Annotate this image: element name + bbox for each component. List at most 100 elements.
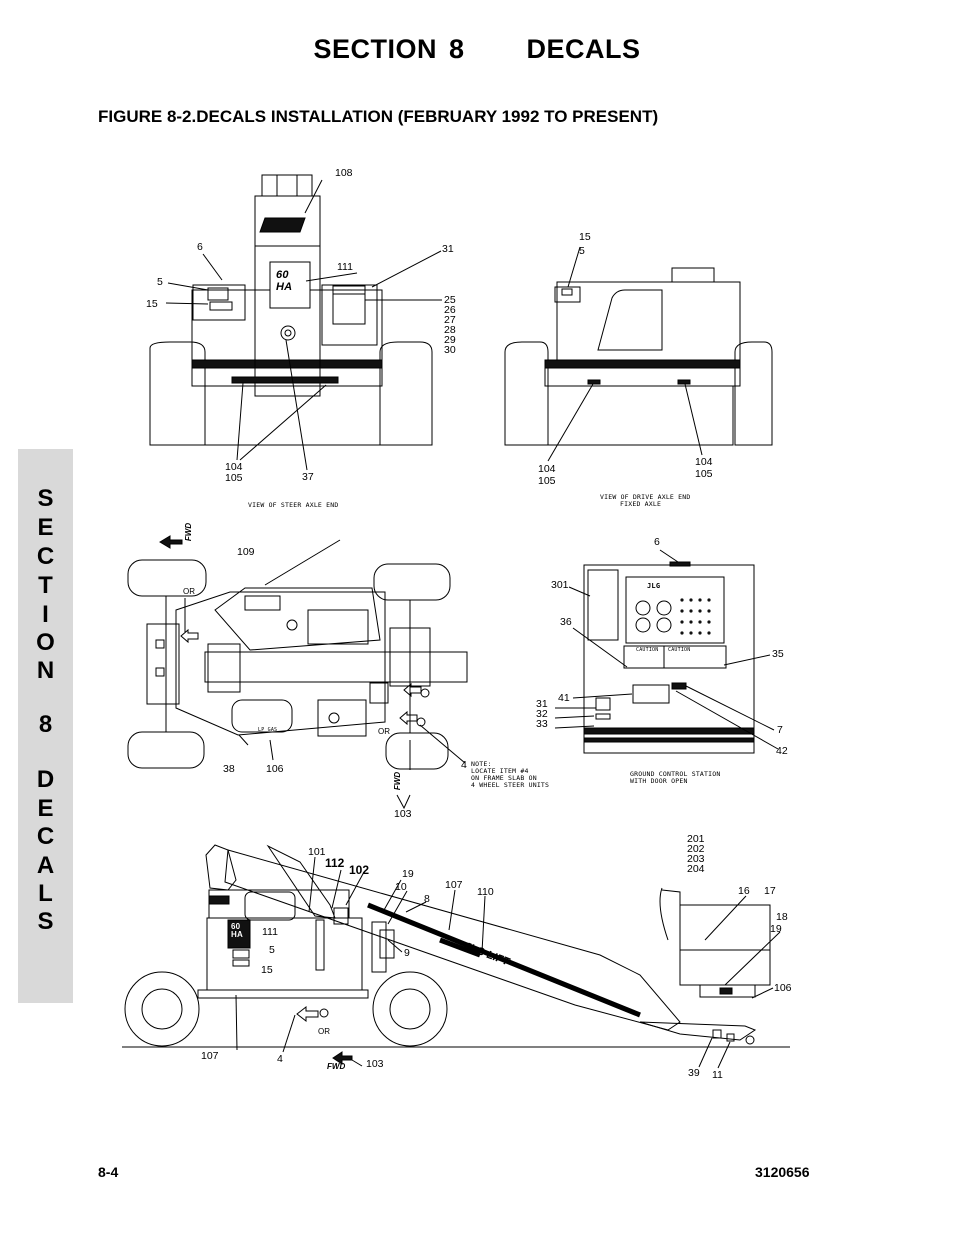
callout-16: 16 <box>738 885 750 897</box>
drive-view-caption-line2: FIXED AXLE <box>620 500 662 508</box>
callout-38: 38 <box>223 763 235 775</box>
tab-letter: I <box>42 601 49 628</box>
section-name: DECALS <box>526 34 641 64</box>
callout-104: 104 <box>225 461 243 473</box>
tab-letter: E <box>37 795 54 822</box>
callout-201: 201 <box>687 833 705 845</box>
tab-letter: A <box>36 852 55 879</box>
callout-31: 31 <box>442 243 454 255</box>
callout-204: 204 <box>687 863 705 875</box>
callout-15: 15 <box>261 964 273 976</box>
callout-104: 104 <box>695 456 713 468</box>
callout-35: 35 <box>772 648 784 660</box>
steer-view-caption: VIEW OF STEER AXLE END <box>248 501 339 509</box>
callout-26: 26 <box>444 304 456 316</box>
callout-111: 111 <box>262 926 278 938</box>
section-side-tab: S E C T I O N 8 D E C A L S <box>18 449 73 1003</box>
note-line1: NOTE: <box>471 760 492 768</box>
tab-letter: S <box>37 485 54 512</box>
side-view <box>122 844 790 1069</box>
section-label: SECTION 8 <box>313 34 465 64</box>
callout-5: 5 <box>269 944 275 956</box>
callout-42: 42 <box>776 745 788 757</box>
callout-5: 5 <box>157 276 163 288</box>
callout-31: 31 <box>536 698 548 710</box>
callout-107: 107 <box>201 1050 219 1062</box>
callout-29: 29 <box>444 334 456 346</box>
callout-110: 110 <box>477 886 494 898</box>
fwd-label: FWD <box>184 522 194 542</box>
model-decal-text: 60 HA <box>276 269 293 293</box>
callout-111: 111 <box>337 261 353 273</box>
callout-107: 107 <box>445 879 463 891</box>
callout-109: 109 <box>237 546 255 558</box>
drive-view-caption-line1: VIEW OF DRIVE AXLE END <box>600 493 691 501</box>
callout-10: 10 <box>395 881 407 893</box>
callout-36: 36 <box>560 616 572 628</box>
callout-15: 15 <box>146 298 158 310</box>
tab-letter: O <box>36 629 55 656</box>
tab-letter: N <box>36 657 55 684</box>
callout-9: 9 <box>404 947 410 959</box>
ground-control-station-view <box>554 549 779 754</box>
callout-105: 105 <box>225 472 243 484</box>
callout-8: 8 <box>424 893 430 905</box>
callout-102: 102 <box>349 863 370 877</box>
callout-19: 19 <box>402 868 414 880</box>
callout-4: 4 <box>277 1053 283 1065</box>
or-label: OR <box>183 587 195 596</box>
tab-letter: E <box>37 514 54 541</box>
tab-letter: C <box>36 823 55 850</box>
panel-logo: JLG <box>647 582 661 590</box>
callout-11: 11 <box>712 1069 723 1081</box>
callout-106: 106 <box>266 763 284 775</box>
callout-112: 112 <box>325 856 345 870</box>
or-label: OR <box>378 727 390 736</box>
tab-letter: S <box>37 908 54 935</box>
callout-104: 104 <box>538 463 556 475</box>
callout-37: 37 <box>302 471 314 483</box>
section-title: SECTION 8 DECALS <box>0 34 954 65</box>
callout-108: 108 <box>335 167 353 179</box>
callout-41: 41 <box>558 692 570 704</box>
note-line3: ON FRAME SLAB ON <box>471 774 537 782</box>
callout-203: 203 <box>687 853 705 865</box>
note-line2: LOCATE ITEM #4 <box>471 767 529 775</box>
callout-105: 105 <box>695 468 713 480</box>
model-decal-text: 60 HA <box>231 922 243 940</box>
tab-letter: C <box>36 543 55 570</box>
callout-25: 25 <box>444 294 456 306</box>
callout-106: 106 <box>774 982 792 994</box>
top-view <box>127 535 468 810</box>
tab-letter: T <box>38 572 53 599</box>
callout-101: 101 <box>308 846 326 858</box>
callout-6: 6 <box>197 241 203 253</box>
or-label: OR <box>318 1027 330 1036</box>
callout-stack-201-204: 201 202 203 204 <box>687 833 705 875</box>
callout-18: 18 <box>776 911 788 923</box>
fwd-label: FWD <box>327 1062 346 1071</box>
caution-decal: CAUTION <box>668 647 691 653</box>
steer-axle-end-view <box>149 174 442 471</box>
callout-30: 30 <box>444 344 456 356</box>
callout-28: 28 <box>444 324 456 336</box>
callout-6: 6 <box>654 536 660 548</box>
fwd-label: FWD <box>393 771 403 791</box>
callout-103: 103 <box>366 1058 384 1070</box>
tab-letter: D <box>36 766 55 793</box>
callout-33: 33 <box>536 718 548 730</box>
callout-5: 5 <box>579 245 585 257</box>
tab-letter: 8 <box>38 711 53 738</box>
document-number: 3120656 <box>755 1164 810 1180</box>
note-line4: 4 WHEEL STEER UNITS <box>471 781 550 789</box>
drive-axle-end-view <box>504 246 773 462</box>
callout-105: 105 <box>538 475 556 487</box>
callout-17: 17 <box>764 885 776 897</box>
callout-32: 32 <box>536 708 548 720</box>
callout-4: 4 <box>461 759 467 771</box>
callout-27: 27 <box>444 314 456 326</box>
figure-title: FIGURE 8-2.DECALS INSTALLATION (FEBRUARY… <box>98 107 659 126</box>
callout-19: 19 <box>770 923 782 935</box>
ground-station-caption-line2: WITH DOOR OPEN <box>630 777 688 785</box>
